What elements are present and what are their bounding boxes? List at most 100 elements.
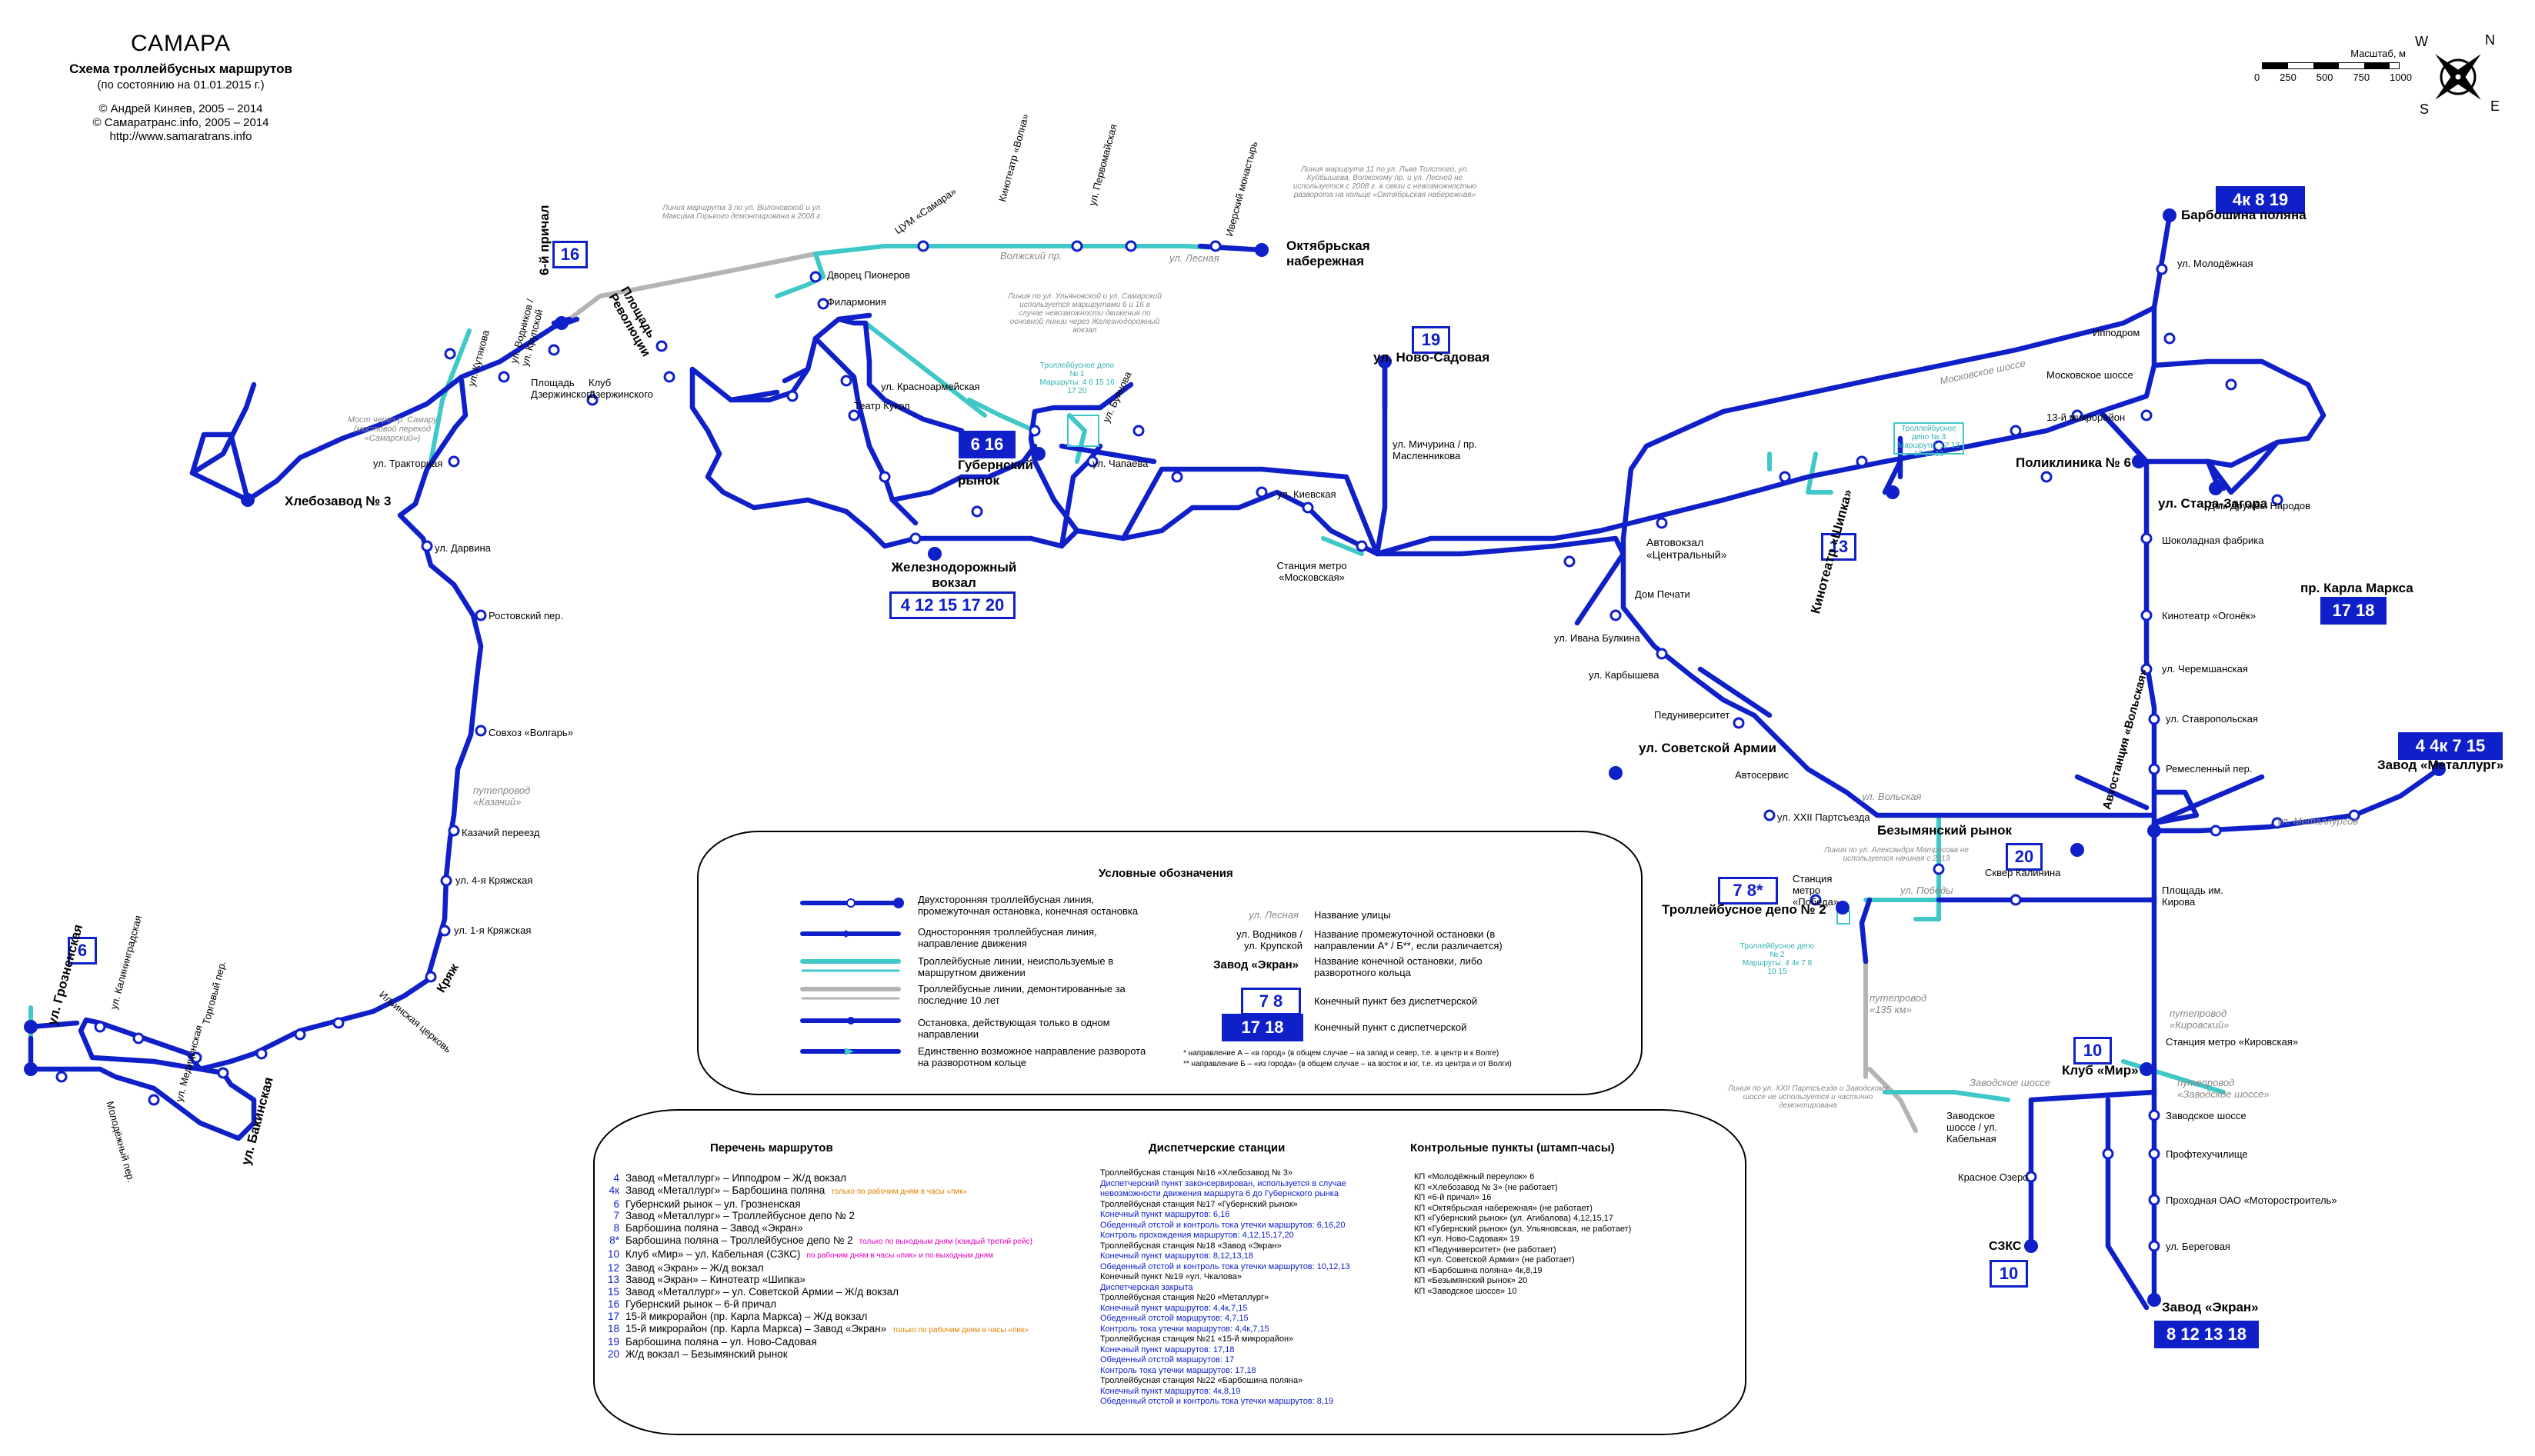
dispatch-item: Конечный пункт маршрутов: 8,12,13,18 — [1100, 1251, 1253, 1261]
dispatch-title: Диспетчерские станции — [1149, 1141, 1286, 1154]
scale-tick: 1000 — [2390, 72, 2412, 83]
scale-bar: Масштаб, м 0 250 500 750 1000 — [2254, 48, 2412, 83]
legend-footnote-a: * направление А – «в город» (в общем слу… — [1183, 1049, 1499, 1058]
credit-author: © Андрей Киняев, 2005 – 2014 — [98, 102, 263, 115]
control-item: КП «Заводское шоссе» 10 — [1414, 1286, 1517, 1296]
dispatch-item: Контроль тока утечки маршрутов: 4,4к,7,1… — [1100, 1324, 1269, 1334]
map-subtitle: (по состоянию на 01.01.2015 г.) — [97, 78, 265, 92]
compass-s: S — [2420, 102, 2430, 117]
dispatch-item: Обеденный отстой и контроль тока утечки … — [1100, 1397, 1334, 1406]
legend-street-example: ул. Лесная — [1249, 909, 1299, 921]
compass-e: E — [2490, 98, 2500, 114]
credit-site: © Самаратранс.info, 2005 – 2014 — [92, 116, 269, 129]
dispatch-item: Обеденный отстой маршрутов: 4,7,15 — [1100, 1314, 1249, 1323]
control-item: КП «Педуниверситет» (не работает) — [1414, 1244, 1556, 1254]
control-item: КП «Барбошина поляна» 4к,8,19 — [1414, 1265, 1543, 1275]
dispatch-item: Обеденный отстой маршрутов: 17 — [1100, 1355, 1235, 1364]
credit-url[interactable]: http://www.samaratrans.info — [109, 130, 252, 143]
scale-bar-graphic — [2262, 62, 2400, 69]
control-item: КП «Губернский рынок» (ул. Агибалова) 4,… — [1414, 1214, 1613, 1223]
legend-fill-box: 17 18 — [1222, 1014, 1303, 1041]
demolished-lines — [567, 252, 1918, 1133]
scale-tick: 750 — [2353, 72, 2370, 83]
dispatch-item: Конечный пункт №19 «ул. Чкалова» — [1100, 1272, 1242, 1281]
scale-tick: 250 — [2280, 72, 2297, 83]
compass-rose-icon — [2435, 54, 2481, 100]
routes-title: Перечень маршрутов — [710, 1141, 833, 1154]
dispatch-item: невозможности движения маршрута 6 до Губ… — [1100, 1189, 1339, 1198]
legend-line-demolished: Троллейбусные линии, демонтированные за … — [918, 983, 1126, 1006]
city-title: САМАРА — [130, 31, 232, 56]
compass-n: N — [2485, 32, 2495, 48]
dispatch-item: Конечный пункт маршрутов: 6,16 — [1100, 1210, 1230, 1219]
control-item: КП «Молодёжный переулок» 6 — [1414, 1172, 1535, 1181]
control-title: Контрольные пункты (штамп-часы) — [1410, 1141, 1615, 1154]
legend-title: Условные обозначения — [1099, 867, 1233, 880]
compass-w: W — [2415, 34, 2428, 49]
legend-terminal-example: Завод «Экран» — [1213, 958, 1299, 971]
dispatch-item: Троллейбусная станция №21 «15-й микрорай… — [1100, 1334, 1294, 1344]
legend-turnaround: Единственно возможное направление развор… — [918, 1045, 1146, 1068]
control-item: КП «ул. Советской Армии» (не работает) — [1414, 1255, 1575, 1264]
control-item: КП «Хлебозавод № 3» (не работает) — [1414, 1182, 1558, 1192]
dispatch-item: Троллейбусная станция №18 «Завод «Экран» — [1100, 1241, 1282, 1251]
control-item: КП «6-й причал» 16 — [1414, 1193, 1492, 1202]
legend-line-twoway: Двухсторонняя троллейбусная линия, проме… — [918, 894, 1139, 917]
legend-plain-box: 7 8 — [1241, 988, 1301, 1015]
compass-labels: N E S W — [2412, 31, 2504, 123]
legend-terminal-text: Название конечной остановки, либо развор… — [1314, 955, 1483, 978]
dispatch-item: Троллейбусная станция №16 «Хлебозавод № … — [1100, 1168, 1293, 1178]
legend-stop-text: Название промежуточной остановки (в напр… — [1314, 928, 1503, 951]
dispatch-item: Обеденный отстой и контроль тока утечки … — [1100, 1261, 1350, 1271]
control-item: КП «Безымянский рынок» 20 — [1414, 1276, 1528, 1285]
dispatch-item: Обеденный отстой и контроль тока утечки … — [1100, 1220, 1346, 1230]
trolleybus-lines — [28, 212, 2442, 1311]
scale-ticks: 0 250 500 750 1000 — [2254, 72, 2412, 83]
legend-line-oneway: Односторонняя троллейбусная линия, напра… — [918, 926, 1097, 949]
control-item: КП «Октябрьская набережная» (не работает… — [1414, 1203, 1593, 1213]
dispatch-item: Конечный пункт маршрутов: 4,4к,7,15 — [1100, 1303, 1248, 1313]
stop-markers — [55, 240, 2360, 1252]
control-item: КП «Губернский рынок» (ул. Ульяновская, … — [1414, 1224, 1632, 1234]
dispatch-item: Диспетчерский пункт законсервирован, исп… — [1100, 1178, 1346, 1188]
unused-lines — [28, 244, 2226, 1102]
legend-plain-box-text: Конечный пункт без диспетчерской — [1314, 995, 1478, 1007]
dispatch-list: Троллейбусная станция №16 «Хлебозавод № … — [1100, 1168, 1393, 1408]
credits: © Андрей Киняев, 2005 – 2014 © Самаратра… — [54, 102, 308, 144]
dispatch-item: Конечный пункт маршрутов: 4к,8,19 — [1100, 1386, 1241, 1396]
dispatch-item: Диспетчерская закрыта — [1100, 1282, 1193, 1292]
scale-caption: Масштаб, м — [2350, 48, 2406, 59]
legend-fill-box-text: Конечный пункт с диспетчерской — [1314, 1021, 1467, 1033]
terminal-markers — [24, 208, 2446, 1307]
map-header: САМАРА Схема троллейбусных маршрутов (по… — [54, 31, 308, 144]
legend-one-direction-stop: Остановка, действующая только в одном на… — [918, 1017, 1110, 1040]
route-list-item[interactable]: 8*Барбошина поляна – Троллейбусное депо … — [609, 1234, 1032, 1246]
legend-street-text: Название улицы — [1314, 909, 1391, 921]
legend-stop-example: ул. Водников / ул. Крупской — [1236, 928, 1303, 951]
map-title: Схема троллейбусных маршрутов — [69, 62, 292, 76]
dispatch-item: Троллейбусная станция №20 «Металлург» — [1100, 1293, 1269, 1302]
dispatch-item: Контроль тока утечки маршрутов: 17,18 — [1100, 1365, 1256, 1375]
scale-tick: 0 — [2254, 72, 2260, 83]
legend-symbols — [800, 898, 904, 1055]
scale-tick: 500 — [2316, 72, 2333, 83]
legend-line-unused: Троллейбусные линии, неиспользуемые в ма… — [918, 955, 1114, 978]
